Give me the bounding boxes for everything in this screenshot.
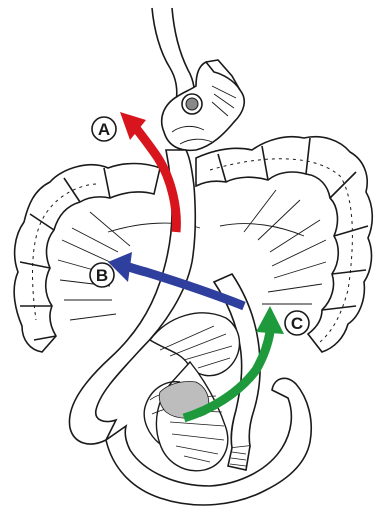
label-a: A [92,117,116,141]
arrow-c-head [256,306,284,334]
label-b: B [90,263,114,287]
label-c: C [285,311,309,335]
label-a-text: A [98,120,110,139]
twisted-mesentery [144,313,239,471]
label-c-text: C [291,314,303,333]
label-b-text: B [96,266,108,285]
